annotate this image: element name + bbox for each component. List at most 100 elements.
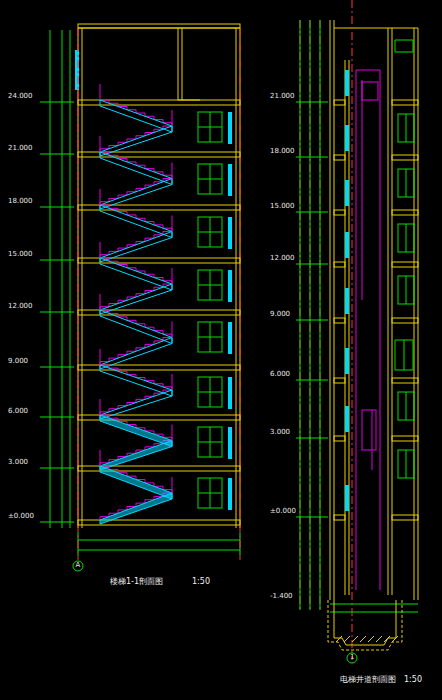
level-line [40,154,74,155]
floor-slab [334,515,345,520]
handrail-post [100,294,172,338]
drawing-caption: 1:50 [192,578,210,587]
stair-slab [100,179,172,210]
pit-hatch [392,636,398,642]
level-line [40,468,74,469]
floor-slab [392,210,418,215]
floor-slab [334,318,345,323]
roof-slab [78,24,240,28]
pit-hatch [328,600,402,650]
level-label: 9.000 [270,311,290,319]
level-line [40,102,74,103]
window-strip [228,478,232,510]
stair-slab [100,284,172,314]
level-label: 21.000 [8,145,33,153]
level-label: 24.000 [8,93,33,101]
window-strip [228,270,232,302]
stair-slab [100,390,172,419]
stair-slab [100,441,172,471]
level-line [296,517,328,518]
door-jamb [345,406,349,432]
level-label: A [76,562,81,570]
stair-slab [100,493,172,524]
window-frame [198,164,222,194]
handrail-post [100,349,172,390]
level-line [296,264,328,265]
window-frame [198,427,222,457]
level-label: -1.400 [270,593,293,601]
window-mullion [406,169,407,197]
level-line [296,102,328,103]
floor-slab [392,318,418,323]
window-frame [398,450,414,478]
floor-slab [334,436,345,441]
wall-line [330,20,418,600]
floor-slab [392,100,418,105]
door-jamb [345,180,349,206]
door-jamb [345,70,349,96]
level-label: 18.000 [270,148,295,156]
level-label: 12.000 [8,303,33,311]
drawing-caption: 电梯井道剖面图 [340,676,396,685]
axis-bubble [73,561,83,571]
floor-slab [334,100,345,105]
level-line [296,320,328,321]
axis-line [300,0,352,660]
axis-bubble [347,653,357,663]
stair-slab [100,365,172,396]
door-jamb [345,288,349,314]
pit-hatch [384,636,390,642]
level-line [296,438,328,439]
floor-slab [334,210,345,215]
handrail-post [100,450,172,493]
window-frame [395,40,413,370]
handrail-post [100,399,172,441]
level-line [296,212,328,213]
window-mullion [198,217,222,247]
pit-hatch [352,636,358,642]
pit-hatch [344,636,350,642]
level-label: 3.000 [270,429,290,437]
window-frame [398,392,414,420]
handrail-post [100,136,172,179]
level-label: 21.000 [270,93,295,101]
elevator-car-line [356,70,380,590]
stair-slab [100,415,172,447]
window-frame [198,322,222,352]
door-jamb [345,232,349,258]
level-label: 15.000 [8,251,33,259]
floor-slab [392,378,418,383]
pit-hatch [368,636,374,642]
stair-slab [100,258,172,290]
window-frame [398,224,414,252]
level-label: 12.000 [270,255,295,263]
window-strip [228,427,232,459]
floor-slab [392,436,418,441]
window-frame [198,270,222,300]
level-label: 1 [350,654,354,662]
stair-slab [100,152,172,185]
window-strip [228,112,232,144]
pit-outline [334,600,396,645]
window-mullion [198,270,222,300]
level-label: ±0.000 [8,513,34,521]
pit-hatch [376,636,382,642]
window-strip [228,164,232,196]
handrail-post [100,242,172,284]
pit-hatch [360,636,366,642]
level-label: 6.000 [8,408,28,416]
window-mullion [198,112,222,142]
window-mullion [406,276,407,304]
handrail-post [100,84,172,126]
window-mullion [406,114,407,142]
window-strip [228,377,232,409]
window-mullion [198,164,222,194]
stair-slab [100,100,172,132]
floor-slab [334,378,345,383]
window-strip [228,322,232,354]
handrail-post [100,189,172,232]
level-line [40,207,74,208]
window-mullion [406,392,407,420]
dimension-line [300,20,418,612]
